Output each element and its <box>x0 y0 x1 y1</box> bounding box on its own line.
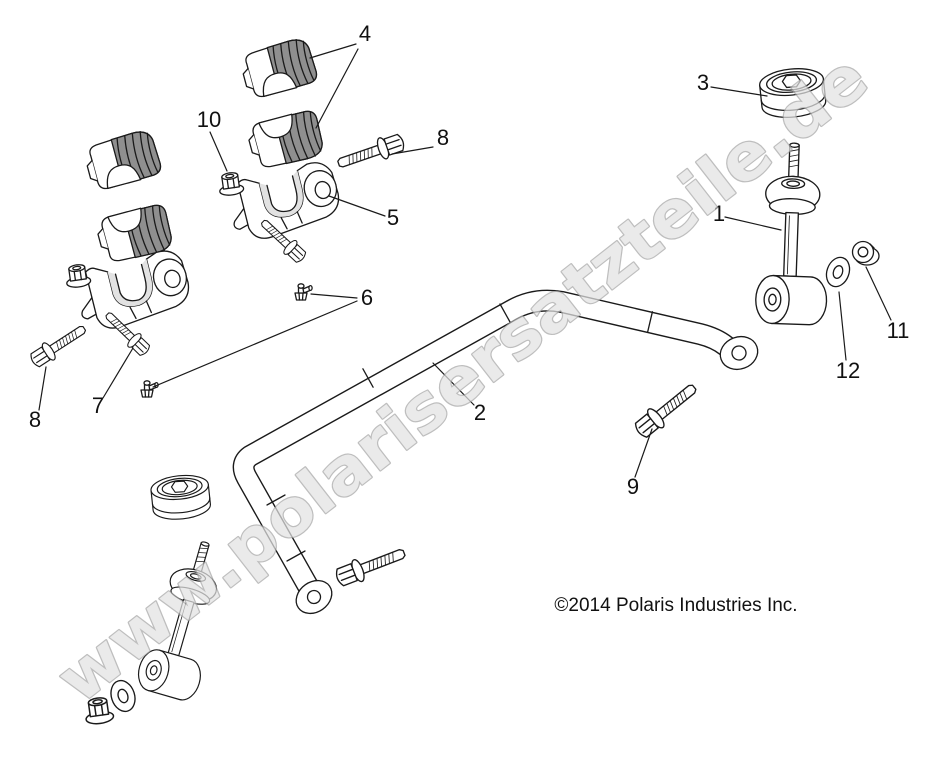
flange-nut-11 <box>851 240 880 266</box>
bolt-8-left <box>26 319 91 371</box>
copyright-text: ©2014 Polaris Industries Inc. <box>554 595 797 616</box>
bolt-bottom-center <box>332 541 409 590</box>
bar-left-eyelet <box>295 579 333 615</box>
callout-5: 5 <box>387 205 399 230</box>
clamp-bracket-right <box>223 157 346 246</box>
callout-9: 9 <box>627 474 639 499</box>
fitting-right <box>294 283 313 301</box>
callout-8a: 8 <box>437 125 449 150</box>
bushing-half-left-upper <box>81 127 164 193</box>
callout-3: 3 <box>697 70 709 95</box>
leader-lines <box>38 43 892 478</box>
callout-11: 11 <box>887 318 910 343</box>
stabilizer-bar <box>232 289 759 615</box>
washer-12 <box>821 253 855 291</box>
bolt-8-right <box>334 130 408 175</box>
bushing-half-right-upper <box>237 35 320 101</box>
callout-10: 10 <box>197 107 221 132</box>
callout-labels: 4 10 8 5 6 7 8 2 9 3 1 11 12 <box>29 21 910 499</box>
callout-6: 6 <box>361 285 373 310</box>
callout-2: 2 <box>474 400 486 425</box>
callout-1: 1 <box>713 201 725 226</box>
bar-right-eyelet <box>719 335 759 371</box>
bushing-left <box>149 472 213 523</box>
callout-12: 12 <box>836 358 860 383</box>
callout-7: 7 <box>92 393 104 418</box>
callout-4: 4 <box>359 21 371 46</box>
bolt-9 <box>630 377 703 442</box>
callout-8b: 8 <box>29 407 41 432</box>
fitting-left <box>140 380 159 398</box>
clamp-bracket-left <box>71 245 196 336</box>
